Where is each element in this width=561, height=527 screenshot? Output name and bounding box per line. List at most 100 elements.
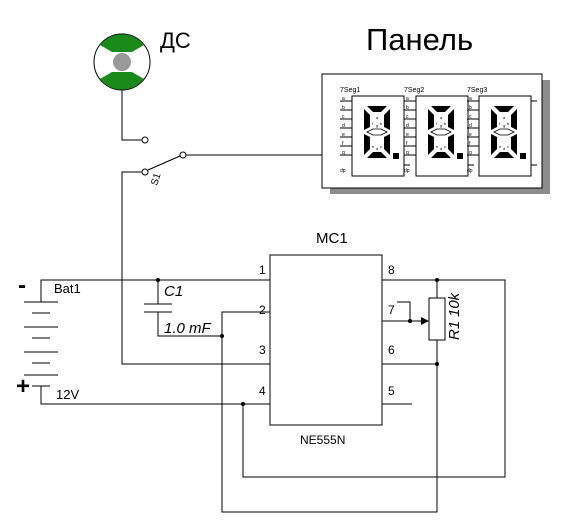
segment-letter: g xyxy=(376,123,378,128)
segment-e xyxy=(364,134,370,155)
segment-dp xyxy=(393,153,399,159)
ic-pin-4: 4 xyxy=(259,384,266,398)
sensor-blade-top xyxy=(100,34,144,52)
segment-letter: a xyxy=(376,115,379,120)
segment-pin-label: d xyxy=(342,123,345,129)
ic-pin-2: 2 xyxy=(259,303,266,317)
segment-letter: d xyxy=(503,146,505,151)
switch-label: S1 xyxy=(149,171,163,186)
ic-part: NE555N xyxy=(300,433,345,447)
segment-pin-label: a xyxy=(469,96,472,102)
segment-pin-label: a xyxy=(342,96,345,102)
segment-letter: g xyxy=(503,123,505,128)
display-label: 7Seg2 xyxy=(404,87,424,94)
segment-pin-label: b xyxy=(342,105,345,111)
segment-d xyxy=(367,152,387,158)
segment-pin-label: c xyxy=(406,114,409,120)
segment-letter: f xyxy=(499,121,501,126)
segment-c xyxy=(448,134,454,155)
segment-pin-label: g xyxy=(342,150,345,156)
segment-c xyxy=(511,134,517,155)
segment-letter: c xyxy=(380,144,382,149)
segment-g xyxy=(430,128,452,136)
segment-letter: b xyxy=(380,121,383,126)
segment-pin-label: f xyxy=(406,141,408,147)
battery-voltage: 12V xyxy=(56,387,79,402)
switch-s1 xyxy=(141,151,330,176)
ic-pin-3: 3 xyxy=(259,343,266,357)
segment-b xyxy=(511,109,517,130)
segment-a xyxy=(367,106,387,112)
segment-letter: e xyxy=(436,144,439,149)
segment-letter: a xyxy=(503,115,506,120)
battery-bat1 xyxy=(24,279,270,405)
sensor-blade-bottom xyxy=(100,72,144,90)
ic-pin-5: 5 xyxy=(388,384,395,398)
segment-pin-dp: dp xyxy=(404,168,410,174)
segment-letter: c xyxy=(444,144,446,149)
segment-f xyxy=(364,109,370,130)
segment-g xyxy=(366,128,388,136)
segment-pin-label: e xyxy=(469,132,472,138)
ic-label: MC1 xyxy=(316,230,348,247)
segment-pin-label: g xyxy=(406,150,409,156)
sensor-hub xyxy=(113,53,131,71)
segment-g xyxy=(493,128,515,136)
segment-dp xyxy=(520,153,526,159)
capacitor-label: C1 xyxy=(164,283,183,300)
battery-plus: + xyxy=(16,373,30,400)
segment-pin-label: f xyxy=(469,141,471,147)
segment-e xyxy=(428,134,434,155)
segment-d xyxy=(431,152,451,158)
ic-pin-1: 1 xyxy=(259,263,266,277)
segment-pin-label: f xyxy=(342,141,344,147)
segment-pin-label: d xyxy=(406,123,409,129)
segment-pin-label: b xyxy=(469,105,472,111)
segment-pin-dp: dp xyxy=(340,168,346,174)
segment-pin-label: c xyxy=(469,114,472,120)
segment-a xyxy=(494,106,514,112)
segment-d xyxy=(494,152,514,158)
segment-letter: e xyxy=(372,144,375,149)
capacitor-value: 1.0 mF xyxy=(164,320,212,337)
segment-e xyxy=(491,134,497,155)
segment-letter: f xyxy=(436,121,438,126)
segment-f xyxy=(491,109,497,130)
segment-letter: b xyxy=(507,121,510,126)
ic-mc1 xyxy=(269,254,383,426)
resistor-value: 10k xyxy=(446,291,463,317)
segment-letter: b xyxy=(444,121,447,126)
segment-dp xyxy=(457,153,463,159)
segment-letter: e xyxy=(499,144,502,149)
segment-b xyxy=(384,109,390,130)
segment-pin-label: e xyxy=(342,132,345,138)
segment-letter: a xyxy=(440,115,443,120)
segment-pin-dp: dp xyxy=(467,168,473,174)
segment-pin-label: b xyxy=(406,105,409,111)
ic-right-wiring xyxy=(220,278,506,513)
segment-letter: d xyxy=(440,146,442,151)
sensor-label: ДС xyxy=(160,28,191,53)
battery-label: Bat1 xyxy=(54,281,81,296)
segment-pin-label: g xyxy=(469,150,472,156)
segment-b xyxy=(448,109,454,130)
segment-a xyxy=(431,106,451,112)
segment-letter: f xyxy=(372,121,374,126)
segment-pin-label: a xyxy=(406,96,409,102)
segment-letter: d xyxy=(376,146,378,151)
sensor-symbol xyxy=(93,33,151,91)
resistor-label: R1 xyxy=(446,321,463,340)
segment-letter: g xyxy=(440,123,442,128)
ic-pin-6: 6 xyxy=(388,343,395,357)
segment-c xyxy=(384,134,390,155)
segment-pin-label: c xyxy=(342,114,345,120)
segment-pin-label: d xyxy=(469,123,472,129)
panel-label: Панель xyxy=(366,22,473,57)
segment-f xyxy=(428,109,434,130)
display-label: 7Seg1 xyxy=(340,87,360,94)
